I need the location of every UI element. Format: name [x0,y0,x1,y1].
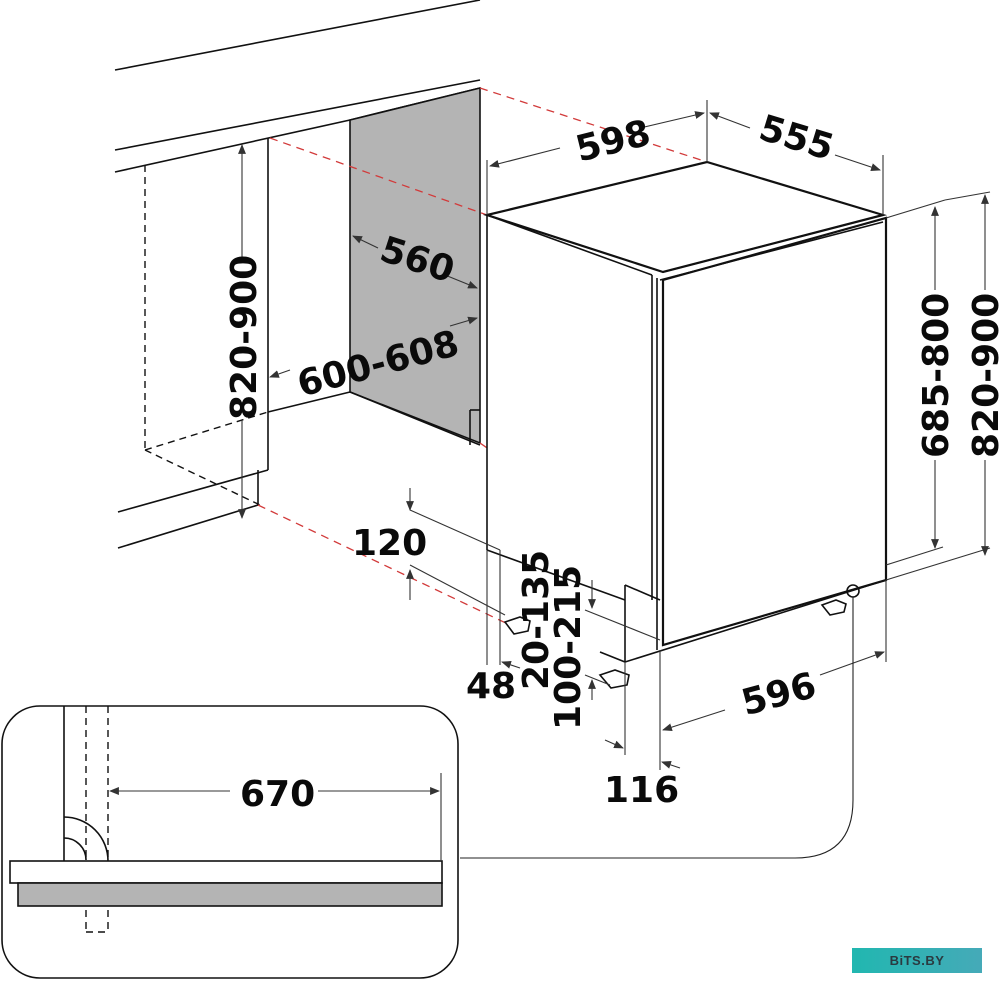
dim-label-20-135: 20-135 [516,550,557,690]
dim-label-116: 116 [604,770,679,811]
dim-label-555: 555 [754,108,838,169]
dim-label-670: 670 [240,774,315,815]
dim-label-820-900-right: 820-900 [966,293,1000,458]
reference-lines [257,87,708,626]
dim-label-100-215: 100-215 [548,565,589,730]
door-clearance-detail: 670 [1,705,459,979]
dim-label-598: 598 [572,113,655,171]
worktop-panel [17,882,443,907]
dim-label-48: 48 [466,666,516,707]
dim-label-120: 120 [352,523,427,564]
dim-label-685-800: 685-800 [916,293,957,458]
watermark-logo: BiTS.BY [852,948,982,973]
dim-label-820-900-left: 820-900 [224,255,265,420]
left-cabinet [117,138,351,549]
watermark-text: BiTS.BY [889,953,945,968]
dim-label-596: 596 [737,665,820,724]
